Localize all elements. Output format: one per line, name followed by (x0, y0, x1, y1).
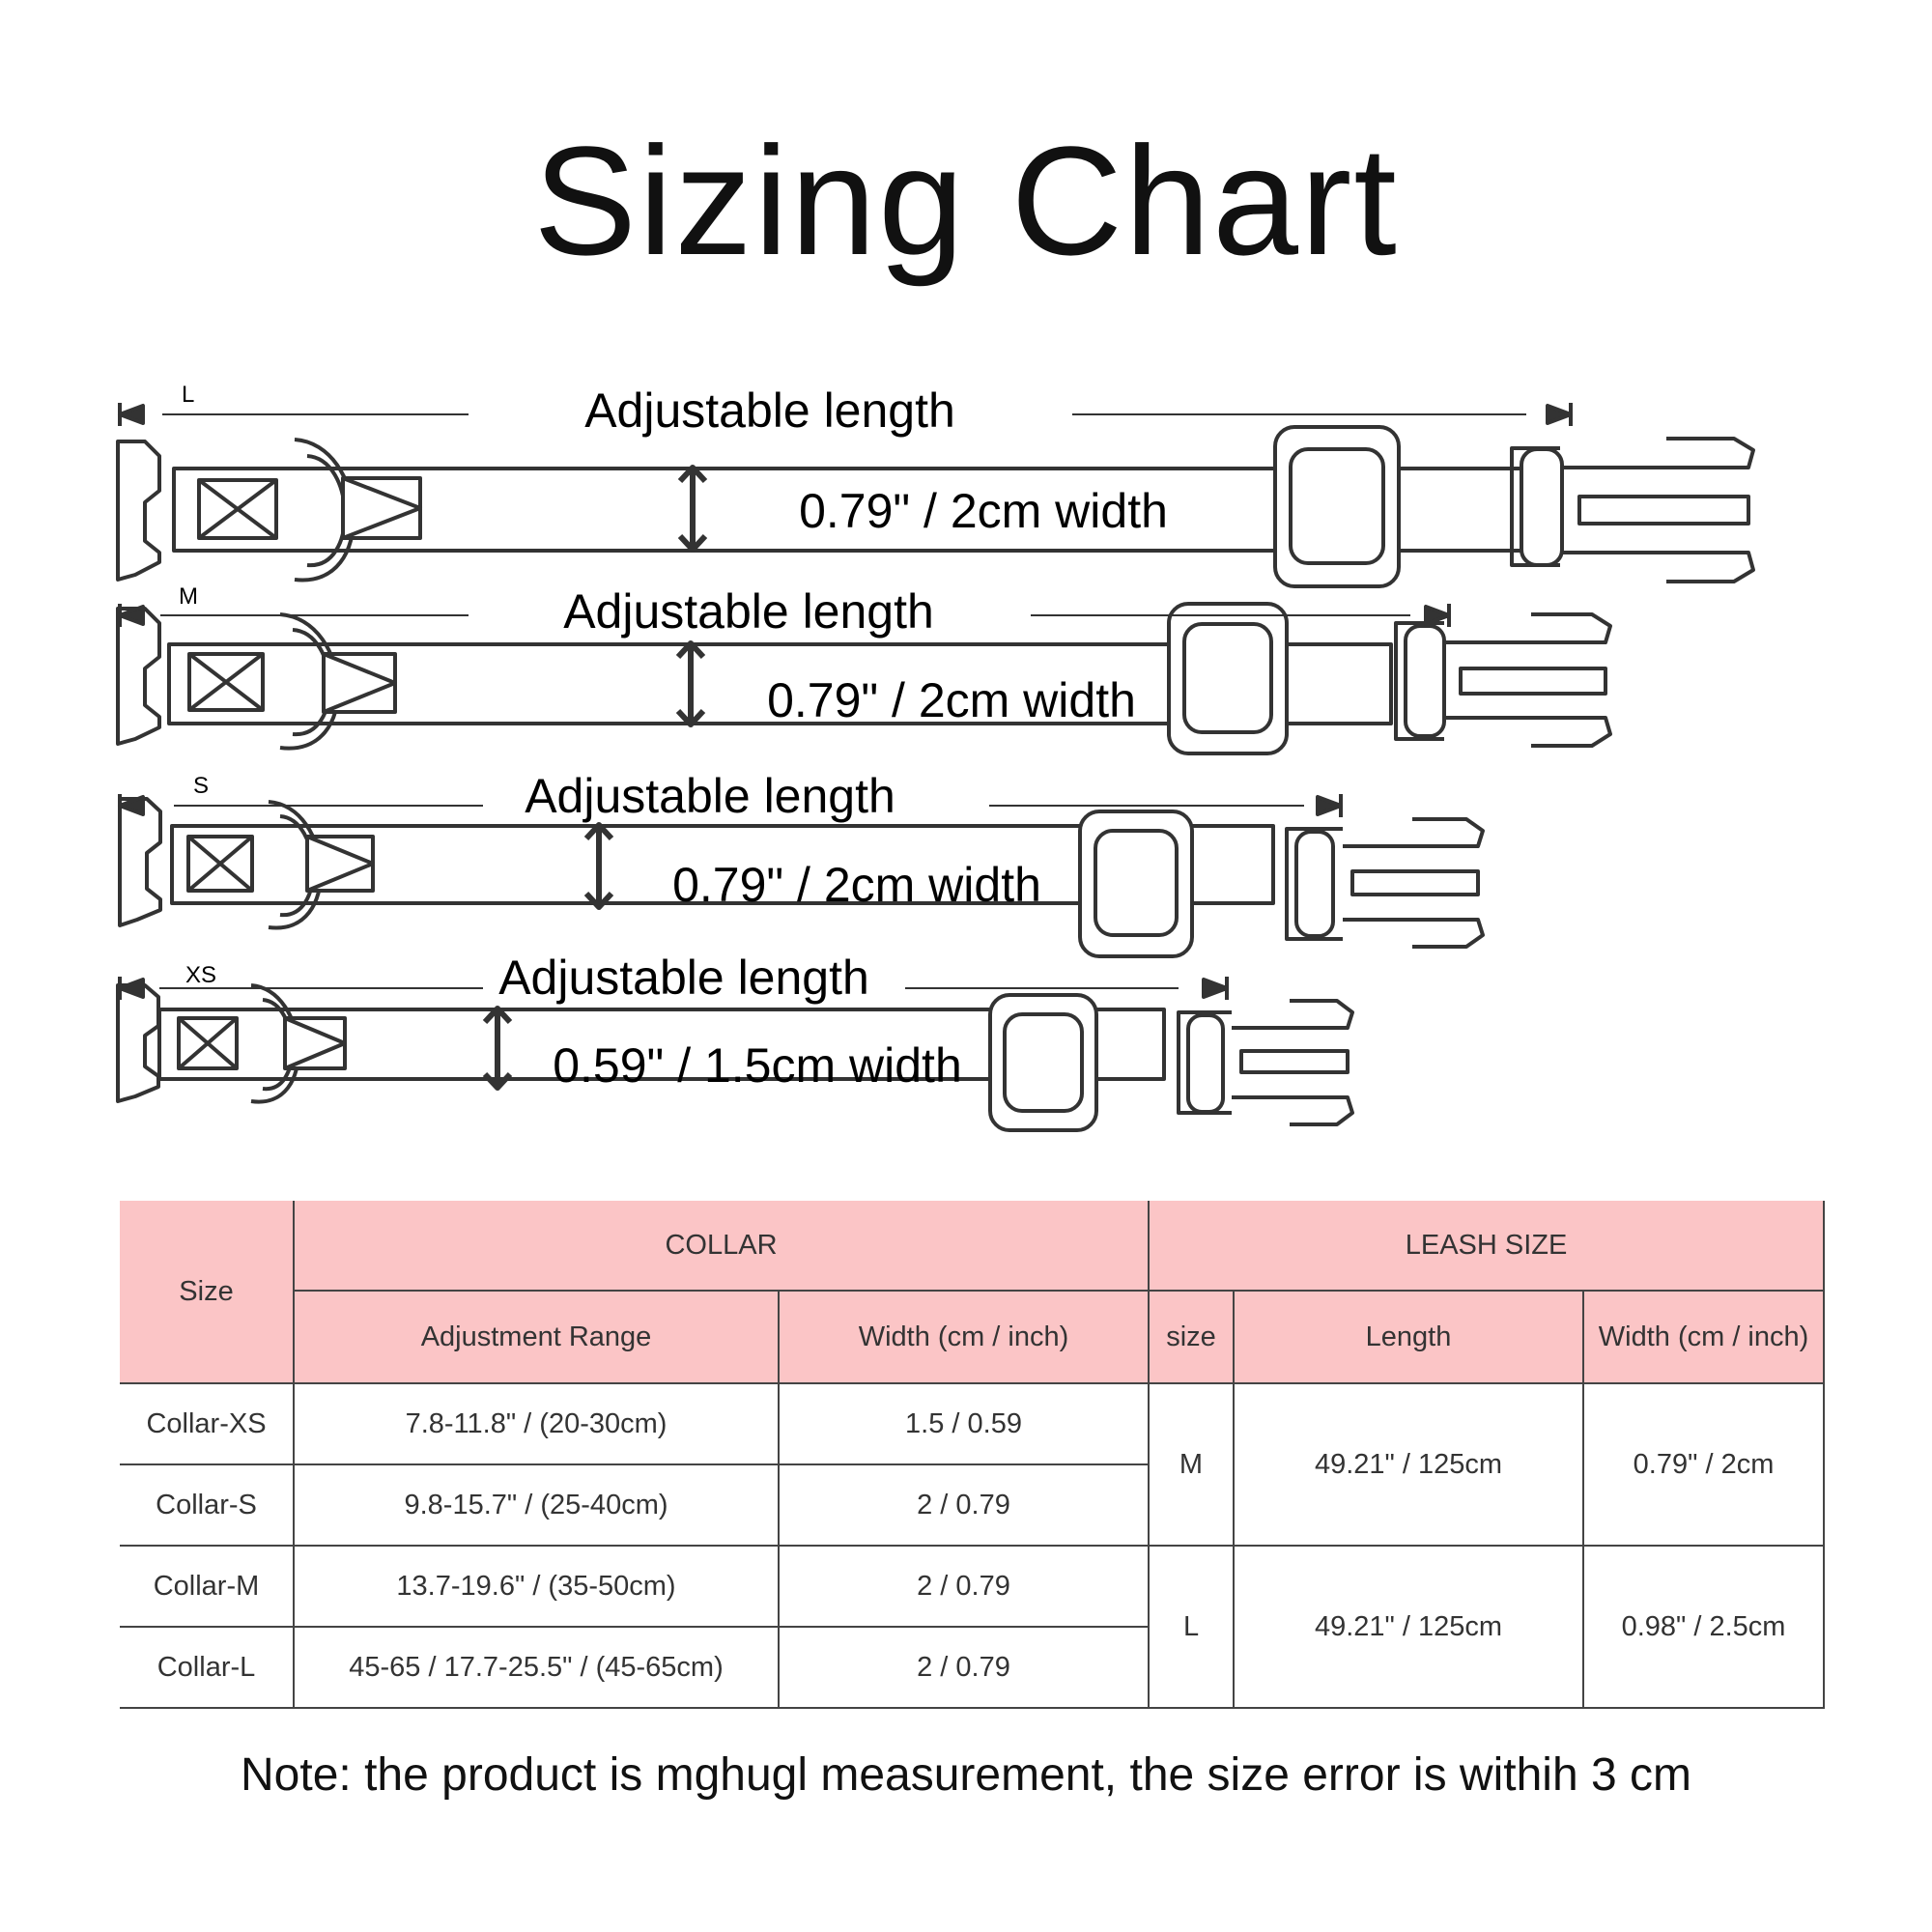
adjustable-length-label: Adjustable length (563, 584, 934, 639)
collar-range-cell: 7.8-11.8" / (20-30cm) (293, 1382, 780, 1465)
table-row: Collar-M 13.7-19.6" / (35-50cm) 2 / 0.79… (120, 1545, 1826, 1709)
collar-size-cell: Collar-S (120, 1463, 295, 1547)
collar-size-cell: Collar-XS (120, 1382, 295, 1465)
adjustable-length-label: Adjustable length (498, 951, 869, 1005)
leash-width-cell: 0.98" / 2.5cm (1582, 1545, 1826, 1709)
collar-diagram-xs (116, 977, 1354, 1132)
size-header: Size (120, 1201, 295, 1384)
leash-length-cell: 49.21" / 125cm (1233, 1382, 1585, 1547)
table-row: Collar-L 45-65 / 17.7-25.5" / (45-65cm) … (120, 1626, 1824, 1709)
collar-width-cell: 1.5 / 0.59 (777, 1382, 1151, 1465)
page-title: Sizing Chart (533, 114, 1399, 287)
table-row: Collar-XS 7.8-11.8" / (20-30cm) 1.5 / 0.… (120, 1382, 1826, 1547)
collar-size-cell: Collar-L (120, 1626, 295, 1709)
leash-size-cell: L (1148, 1545, 1236, 1709)
collar-size-label: S (193, 773, 209, 799)
collar-width-cell: 2 / 0.79 (777, 1545, 1151, 1628)
width-label: 0.59" / 1.5cm width (553, 1038, 962, 1093)
width-label: 0.79" / 2cm width (767, 673, 1136, 727)
sizing-note: Note: the product is mghugl measurement,… (241, 1749, 1691, 1801)
collar-range-cell: 13.7-19.6" / (35-50cm) (293, 1545, 780, 1628)
collar-width-cell: 2 / 0.79 (777, 1463, 1151, 1547)
leash-width-cell: 0.79" / 2cm (1582, 1382, 1826, 1547)
collar-header: COLLAR (292, 1201, 1151, 1292)
size-table: Size COLLAR LEASH SIZE Adjustment Range … (120, 1201, 1826, 1709)
leash-width-header: Width (cm / inch) (1582, 1290, 1826, 1384)
width-label: 0.79" / 2cm width (799, 484, 1168, 538)
collar-diagrams: L Adjustable length 0.79" / 2cm width M … (116, 382, 1755, 1132)
collar-range-cell: 9.8-15.7" / (25-40cm) (293, 1463, 780, 1547)
collar-diagram-s (118, 794, 1485, 958)
adjustable-length-label: Adjustable length (584, 384, 955, 438)
collar-size-label: M (179, 583, 198, 610)
collar-diagram-m (116, 602, 1612, 755)
width-label: 0.79" / 2cm width (672, 858, 1041, 912)
adjustable-length-label: Adjustable length (525, 769, 895, 823)
collar-width-cell: 2 / 0.79 (777, 1626, 1151, 1709)
leash-size-header: size (1148, 1290, 1236, 1384)
collar-range-cell: 45-65 / 17.7-25.5" / (45-65cm) (293, 1626, 780, 1709)
leash-size-cell: M (1148, 1382, 1236, 1547)
table-row: Collar-S 9.8-15.7" / (25-40cm) 2 / 0.79 (120, 1463, 1824, 1547)
leash-header: LEASH SIZE (1148, 1201, 1826, 1292)
collar-size-label: L (182, 382, 194, 408)
adjustment-range-header: Adjustment Range (294, 1290, 780, 1384)
collar-size-cell: Collar-M (120, 1545, 295, 1628)
collar-diagram-l (116, 403, 1755, 588)
collar-size-label: XS (185, 962, 216, 988)
collar-width-header: Width (cm / inch) (777, 1290, 1151, 1384)
leash-length-cell: 49.21" / 125cm (1233, 1545, 1585, 1709)
leash-length-header: Length (1233, 1290, 1585, 1384)
